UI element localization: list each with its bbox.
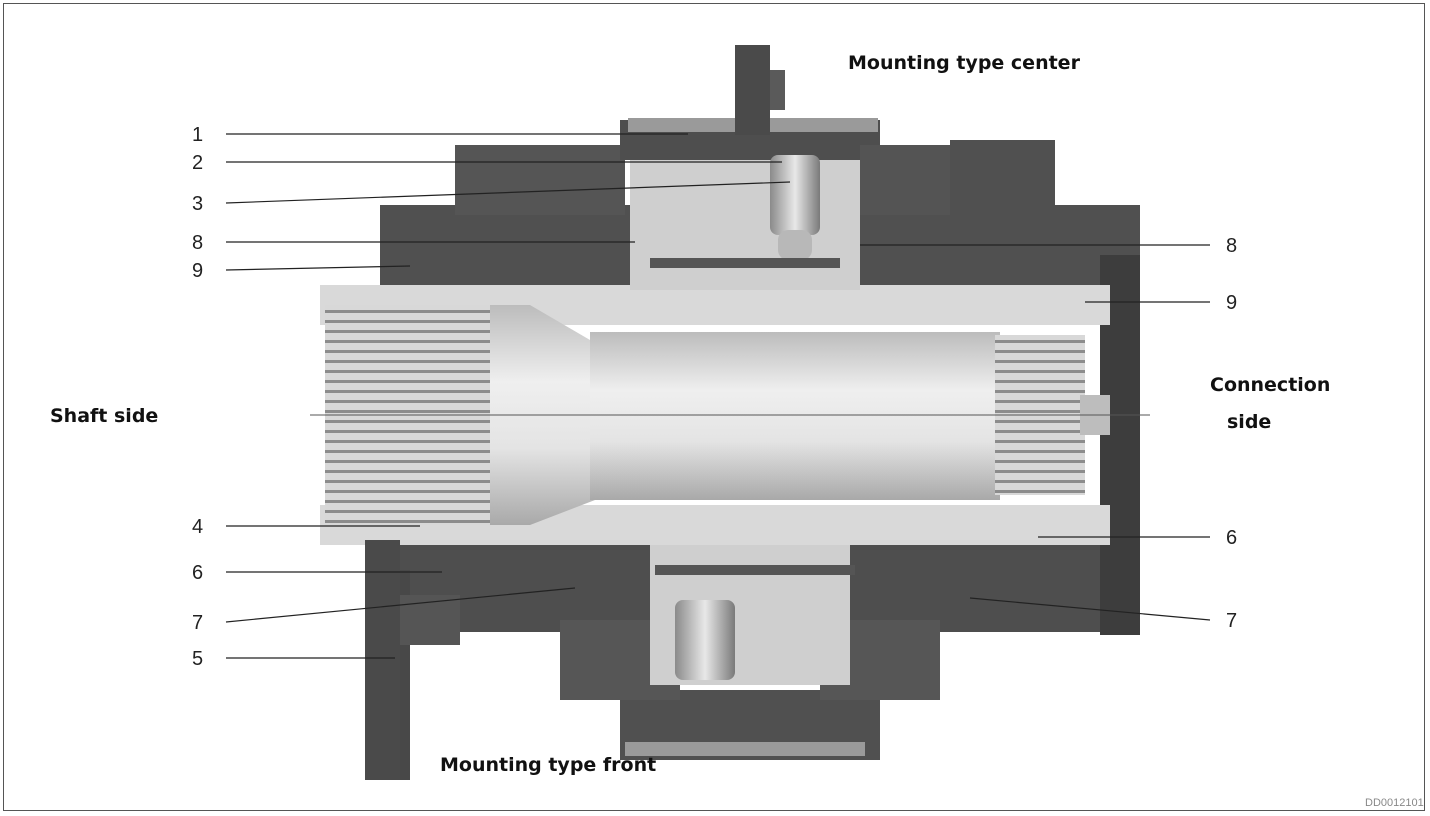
callout-8-left: 8 xyxy=(192,232,203,254)
output-shaft xyxy=(310,305,1150,525)
callout-4: 4 xyxy=(192,516,203,538)
shaft-side-label: Shaft side xyxy=(50,405,158,427)
callout-9-right: 9 xyxy=(1226,292,1237,314)
callout-1: 1 xyxy=(192,124,203,146)
document-code: DD0012101 xyxy=(1365,797,1424,809)
callout-6-left: 6 xyxy=(192,562,203,584)
callout-2: 2 xyxy=(192,152,203,174)
callout-7-right: 7 xyxy=(1226,610,1237,632)
front-mounting-flange xyxy=(365,540,400,780)
center-mounting-lug xyxy=(735,45,770,135)
connection-side-label-line2: side xyxy=(1227,411,1271,433)
mounting-type-center-label: Mounting type center xyxy=(848,52,1081,74)
callout-3: 3 xyxy=(192,193,203,215)
callout-leaders xyxy=(225,133,1211,659)
mounting-type-front-label: Mounting type front xyxy=(440,754,656,776)
callout-7-left: 7 xyxy=(192,612,203,634)
callout-9-left: 9 xyxy=(192,260,203,282)
callout-5: 5 xyxy=(192,648,203,670)
callout-8-right: 8 xyxy=(1226,235,1237,257)
diagram-frame xyxy=(3,3,1425,811)
callout-6-right: 6 xyxy=(1226,527,1237,549)
connection-side-label-line1: Connection xyxy=(1210,374,1330,396)
